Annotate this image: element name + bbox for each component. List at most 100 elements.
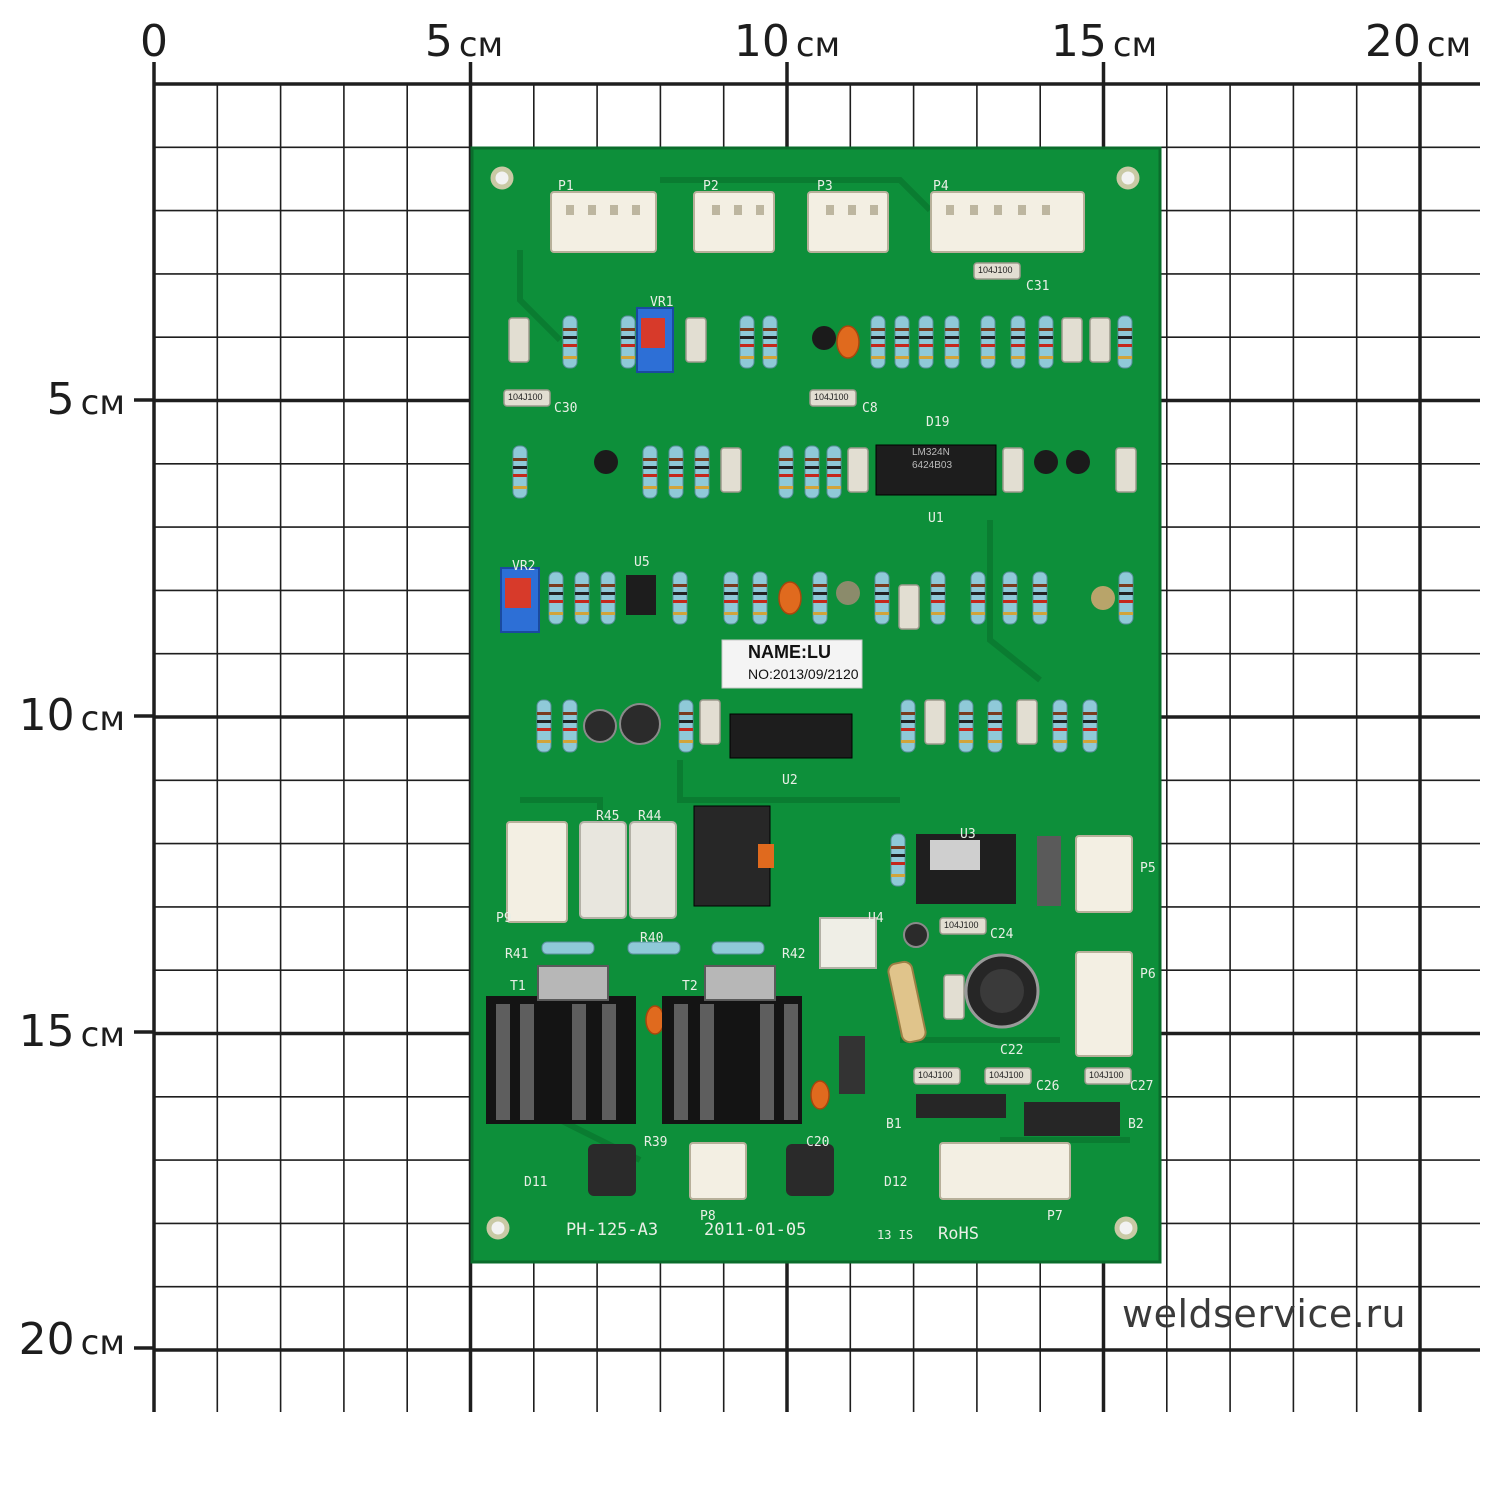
resistor-band bbox=[575, 612, 589, 615]
resistor bbox=[812, 571, 828, 625]
resistor-band bbox=[1083, 728, 1097, 731]
pcb-board bbox=[470, 146, 1162, 1264]
resistor bbox=[512, 445, 528, 499]
resistor-band bbox=[575, 584, 589, 587]
resistor-band bbox=[673, 592, 687, 595]
silk-label: P7 bbox=[1047, 1209, 1063, 1224]
resistor-band bbox=[1083, 720, 1097, 723]
resistor-band bbox=[1118, 336, 1132, 339]
resistor bbox=[778, 445, 794, 499]
resistor-band bbox=[695, 466, 709, 469]
resistor bbox=[1118, 571, 1134, 625]
resistor-band bbox=[1119, 584, 1133, 587]
resistor-band bbox=[919, 328, 933, 331]
silk-label: P4 bbox=[933, 179, 949, 194]
resistor-band bbox=[695, 486, 709, 489]
resistor-band bbox=[1053, 712, 1067, 715]
resistor-band bbox=[919, 336, 933, 339]
resistor-band bbox=[981, 328, 995, 331]
resistor bbox=[562, 315, 578, 369]
resistor-band bbox=[1118, 328, 1132, 331]
resistor bbox=[548, 571, 564, 625]
resistor-band bbox=[1033, 600, 1047, 603]
resistor-band bbox=[1003, 584, 1017, 587]
cap-code-c31: 104J100 bbox=[978, 265, 1013, 275]
resistor-band bbox=[724, 584, 738, 587]
voltage-regulator bbox=[916, 834, 1061, 906]
resistor-band bbox=[1003, 592, 1017, 595]
silk-label: VR1 bbox=[650, 295, 674, 310]
silk-label: P1 bbox=[558, 179, 574, 194]
resistor-band bbox=[919, 344, 933, 347]
ceramic-power-resistors bbox=[579, 821, 677, 919]
resistor-band bbox=[575, 592, 589, 595]
resistor-band bbox=[931, 584, 945, 587]
resistor-band bbox=[673, 600, 687, 603]
resistor-band bbox=[601, 600, 615, 603]
resistor-band bbox=[959, 740, 973, 743]
resistor-band bbox=[601, 592, 615, 595]
resistor-band bbox=[740, 344, 754, 347]
connectors-top bbox=[550, 191, 1085, 253]
resistor-band bbox=[959, 712, 973, 715]
resistor bbox=[1010, 315, 1026, 369]
resistor bbox=[668, 445, 684, 499]
resistor-band bbox=[1119, 592, 1133, 595]
cap-code-c30: 104J100 bbox=[508, 392, 543, 402]
watermark-text: weldservice.ru bbox=[1122, 1292, 1407, 1336]
resistor bbox=[1032, 571, 1048, 625]
resistor-band bbox=[891, 862, 905, 865]
resistor-band bbox=[988, 712, 1002, 715]
resistor-band bbox=[779, 466, 793, 469]
silk-label: VR2 bbox=[512, 559, 536, 574]
resistor-band bbox=[673, 584, 687, 587]
resistor-band bbox=[740, 336, 754, 339]
ic-code: 6424B03 bbox=[912, 460, 953, 471]
resistor-band bbox=[895, 356, 909, 359]
cap-code-c25: 104J100 bbox=[918, 1070, 953, 1080]
silk-label: C27 bbox=[1130, 1079, 1154, 1094]
resistor-band bbox=[621, 344, 635, 347]
resistor-band bbox=[549, 592, 563, 595]
resistor-band bbox=[945, 328, 959, 331]
sticker-number: NO:2013/09/2120 bbox=[748, 666, 859, 682]
resistor-band bbox=[959, 720, 973, 723]
resistor-band bbox=[981, 336, 995, 339]
resistor-band bbox=[1083, 740, 1097, 743]
resistor-band bbox=[871, 328, 885, 331]
resistor-band bbox=[763, 344, 777, 347]
resistor-band bbox=[988, 740, 1002, 743]
resistor-band bbox=[643, 466, 657, 469]
resistor-band bbox=[875, 592, 889, 595]
resistor bbox=[1002, 571, 1018, 625]
resistor-band bbox=[679, 712, 693, 715]
resistor bbox=[694, 445, 710, 499]
resistor-band bbox=[919, 356, 933, 359]
resistor bbox=[627, 941, 681, 955]
resistor bbox=[987, 699, 1003, 753]
resistor-band bbox=[724, 600, 738, 603]
silk-label: T2 bbox=[682, 979, 698, 994]
mounting-holes bbox=[486, 166, 1140, 1240]
resistor-band bbox=[827, 466, 841, 469]
resistor-band bbox=[871, 356, 885, 359]
silk-label: B1 bbox=[886, 1117, 902, 1132]
resistor bbox=[762, 315, 778, 369]
resistor bbox=[642, 445, 658, 499]
silk-label: T1 bbox=[510, 979, 526, 994]
silk-date: 2011-01-05 bbox=[704, 1220, 807, 1240]
resistor-band bbox=[945, 336, 959, 339]
resistor-band bbox=[988, 720, 1002, 723]
resistor bbox=[723, 571, 739, 625]
resistor-band bbox=[895, 344, 909, 347]
silk-label: P6 bbox=[1140, 967, 1156, 982]
resistor-band bbox=[679, 740, 693, 743]
resistor-band bbox=[601, 612, 615, 615]
resistor-band bbox=[827, 458, 841, 461]
resistor-band bbox=[601, 584, 615, 587]
resistor bbox=[944, 315, 960, 369]
